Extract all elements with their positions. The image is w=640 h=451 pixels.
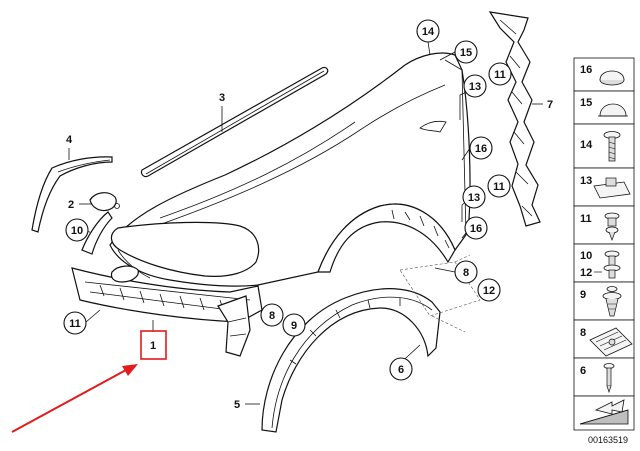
svg-text:16: 16 <box>580 64 592 76</box>
svg-text:7: 7 <box>547 99 553 111</box>
svg-text:14: 14 <box>580 139 593 151</box>
svg-text:12: 12 <box>580 267 592 279</box>
svg-text:14: 14 <box>422 26 435 38</box>
svg-text:11: 11 <box>580 213 592 225</box>
callout-14[interactable]: 14 <box>416 19 440 43</box>
callout-2[interactable]: 2 <box>68 199 74 211</box>
svg-text:15: 15 <box>460 47 472 59</box>
screw-with-washer-icon <box>603 250 621 279</box>
cap-clip-icon <box>598 103 628 117</box>
svg-text:3: 3 <box>219 92 225 104</box>
svg-text:6: 6 <box>580 365 586 377</box>
parts-list-item-14[interactable]: 14 <box>573 123 635 169</box>
callout-16[interactable]: 16 <box>464 216 488 240</box>
callout-12[interactable]: 12 <box>477 278 501 302</box>
callout-9[interactable]: 9 <box>282 313 306 337</box>
svg-text:12: 12 <box>483 285 495 297</box>
washer-cap-part <box>89 192 120 212</box>
callout-13[interactable]: 13 <box>463 74 487 98</box>
svg-text:6: 6 <box>398 364 404 376</box>
dome-clip-icon <box>599 70 625 86</box>
parts-list-item-11[interactable]: 11 <box>573 205 635 245</box>
svg-text:10: 10 <box>71 225 83 237</box>
callout-1-highlighted[interactable]: 1 <box>140 330 167 360</box>
svg-text:15: 15 <box>580 97 592 109</box>
parts-list-item-15[interactable]: 15 <box>573 90 635 125</box>
callout-10[interactable]: 10 <box>65 218 89 242</box>
svg-text:8: 8 <box>463 267 469 279</box>
hatch-wedge-icon <box>579 399 629 425</box>
svg-text:10: 10 <box>580 250 592 262</box>
callout-3[interactable]: 3 <box>219 92 225 104</box>
parts-list: 16 15 14 13 <box>573 57 635 431</box>
callout-13[interactable]: 13 <box>462 185 486 209</box>
parts-list-item-8[interactable]: 8 <box>573 319 635 359</box>
parts-list-item-16[interactable]: 16 <box>573 57 635 92</box>
assembly-guide-lines <box>399 254 481 333</box>
callout-8[interactable]: 8 <box>454 260 478 284</box>
svg-text:16: 16 <box>475 143 487 155</box>
spreading-rivet-icon <box>602 286 622 317</box>
svg-text:11: 11 <box>69 318 81 330</box>
svg-text:16: 16 <box>470 223 482 235</box>
highlight-arrow-icon <box>11 364 138 433</box>
callout-11[interactable]: 11 <box>488 62 512 86</box>
expansion-rivet-icon <box>604 212 620 241</box>
fender-seal-part <box>488 11 541 227</box>
fender-bracket-part <box>81 211 113 255</box>
svg-text:1: 1 <box>150 340 156 352</box>
callout-15[interactable]: 15 <box>454 40 478 64</box>
parts-list-item-9[interactable]: 9 <box>573 281 635 321</box>
callout-4[interactable]: 4 <box>66 134 73 146</box>
svg-text:11: 11 <box>494 69 506 81</box>
callout-8[interactable]: 8 <box>260 303 284 327</box>
catalog-number: 00163519 <box>588 435 628 445</box>
reflector-part <box>110 265 139 283</box>
svg-text:13: 13 <box>468 192 480 204</box>
sealing-strip-part <box>140 66 329 178</box>
svg-text:4: 4 <box>66 134 73 146</box>
svg-text:11: 11 <box>493 181 505 193</box>
svg-text:2: 2 <box>68 199 74 211</box>
callout-11[interactable]: 11 <box>487 174 511 198</box>
wheel-arch-trim-part <box>261 288 441 433</box>
screw-icon <box>603 131 621 162</box>
parts-list-item-10-12[interactable]: 10 12 <box>573 243 635 283</box>
support-bracket-part <box>217 295 251 357</box>
callout-7[interactable]: 7 <box>547 99 553 111</box>
parts-list-item-wedge[interactable] <box>573 395 635 431</box>
svg-text:13: 13 <box>469 81 481 93</box>
svg-text:9: 9 <box>580 289 586 301</box>
wheel-arch-liner <box>317 203 456 273</box>
callout-5[interactable]: 5 <box>234 399 240 411</box>
callout-11[interactable]: 11 <box>63 311 87 335</box>
parts-list-item-6[interactable]: 6 <box>573 357 635 397</box>
pin-icon <box>603 363 615 394</box>
svg-text:8: 8 <box>269 310 275 322</box>
callout-16[interactable]: 16 <box>469 136 493 160</box>
svg-text:13: 13 <box>580 175 592 187</box>
svg-text:5: 5 <box>234 399 240 411</box>
clip-nut-icon <box>593 177 631 199</box>
svg-text:8: 8 <box>580 327 586 339</box>
parts-list-item-13[interactable]: 13 <box>573 167 635 207</box>
callout-6[interactable]: 6 <box>389 357 413 381</box>
svg-text:9: 9 <box>291 320 297 332</box>
trim-part <box>31 156 113 233</box>
speed-nut-icon <box>589 327 633 357</box>
